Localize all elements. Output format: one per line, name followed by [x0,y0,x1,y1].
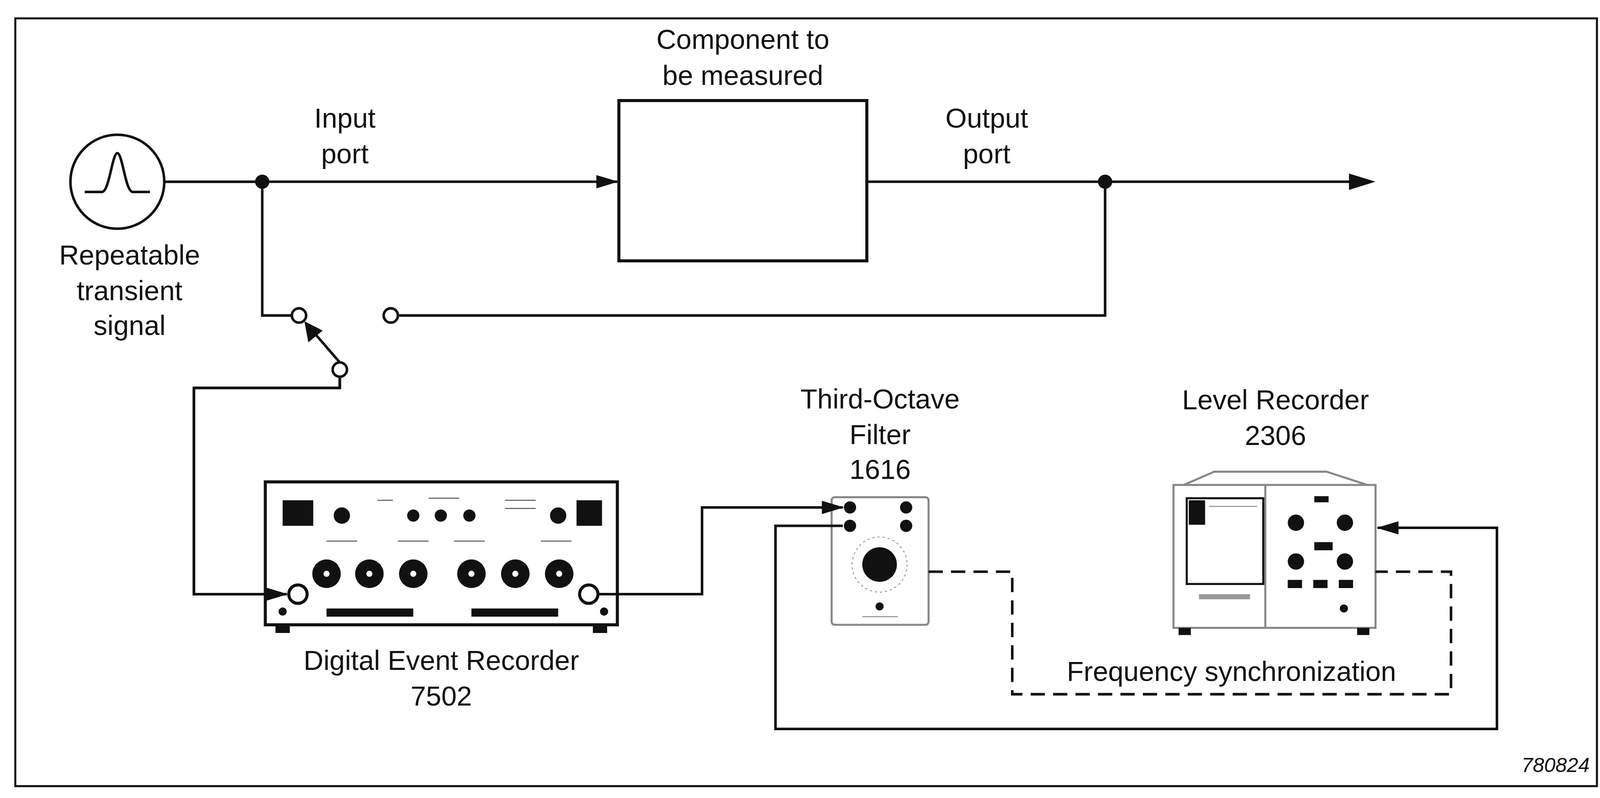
model-number: 2306 [1214,417,1337,454]
edge-label: Input port [297,101,393,172]
component-outline [617,98,869,263]
level-recorder: Level Recorder2306 [1163,382,1388,636]
connector [775,525,1498,729]
text-block: Component to be measured [602,22,884,93]
source-circle [61,132,174,235]
third-octave-filter: Third-Octave Filter1616 [785,379,975,630]
node-title: Digital Event Recorder [265,642,618,678]
connector [928,571,1452,694]
node-title: Third-Octave Filter [788,381,973,452]
text-block: Digital Event Recorder7502 [259,642,623,714]
model-number: 1616 [818,452,941,488]
source-outline [70,134,165,229]
output-wire [1105,180,1358,184]
node-title: Repeatable transient signal [53,237,207,344]
event-recorder: Digital Event Recorder7502 [259,477,623,728]
node-title: Component to be measured [648,22,838,93]
component-box: Component to be measured [602,22,884,268]
event-recorder-illustration [265,481,618,633]
output-arrow [1348,173,1376,190]
node-title: Level Recorder [1165,382,1386,418]
edge-label: Frequency synchronization [1062,654,1401,690]
frame [15,18,1597,786]
level-recorder-illustration [1173,471,1376,635]
figure-number: 780824 [1521,751,1590,778]
pulse-symbol [84,153,151,192]
text-block: Repeatable transient signal [53,237,207,344]
signal-source: Repeatable transient signal [53,132,207,353]
port-label: Output port [935,101,1038,172]
text-block: Third-Octave Filter1616 [785,381,975,487]
switch-symbol [291,307,398,377]
model-number: 7502 [339,677,544,714]
filter-illustration [831,497,929,625]
connector [597,507,843,594]
text-block: Level Recorder2306 [1163,382,1388,454]
